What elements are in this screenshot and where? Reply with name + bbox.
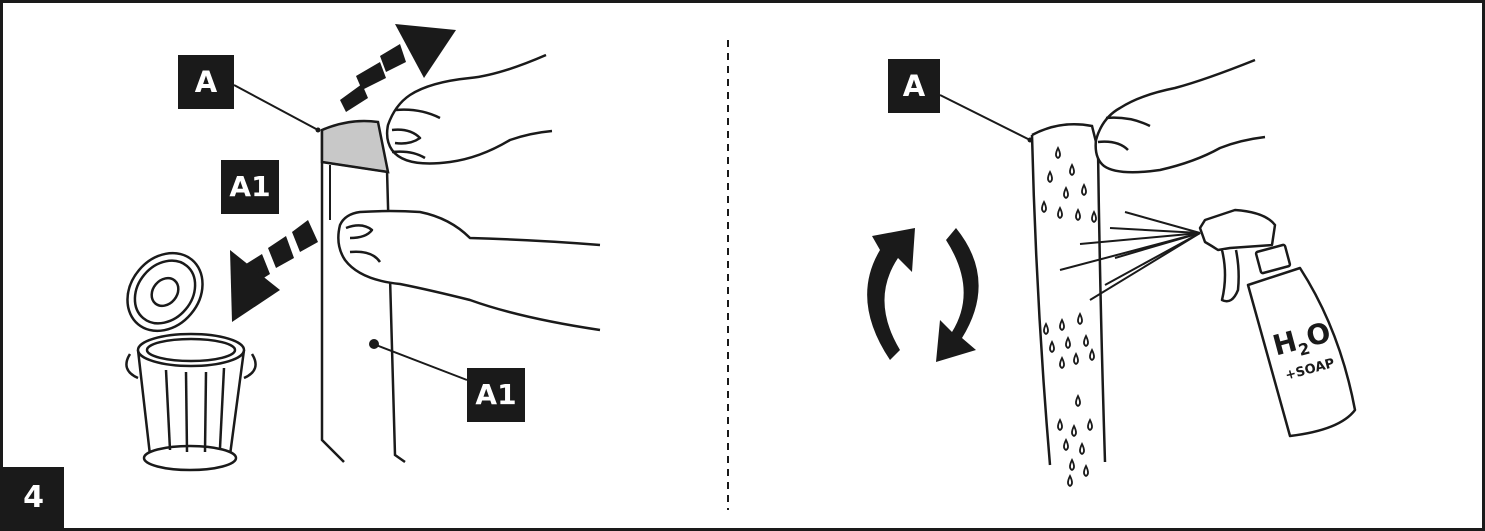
callout-a1-bottom: A1 (467, 368, 525, 422)
pole-left (320, 130, 406, 464)
callout-a1-top: A1 (221, 160, 279, 214)
dashed-arrow-up-icon (340, 24, 456, 112)
hand-icon-3 (1094, 58, 1266, 174)
a1-marker-dot (369, 339, 379, 349)
trash-bin-icon (125, 251, 257, 472)
spray-mist (1059, 211, 1201, 301)
hand-icon-2 (337, 209, 601, 332)
leader-a-left (233, 84, 319, 131)
leader-a-right (939, 94, 1031, 141)
hand-icon (385, 53, 553, 165)
dashed-arrow-down-icon (230, 220, 318, 322)
leader-a1-bottom (375, 344, 468, 381)
pole-right (1030, 123, 1107, 466)
tape-strip-a (320, 119, 390, 220)
water-drops-icon (1041, 145, 1097, 488)
rotate-arrows-icon (867, 228, 979, 362)
callout-a-left: A (178, 55, 234, 109)
callout-a-right: A (888, 59, 940, 113)
spray-bottle-icon (1198, 208, 1357, 438)
step-number-badge: 4 (3, 467, 64, 528)
